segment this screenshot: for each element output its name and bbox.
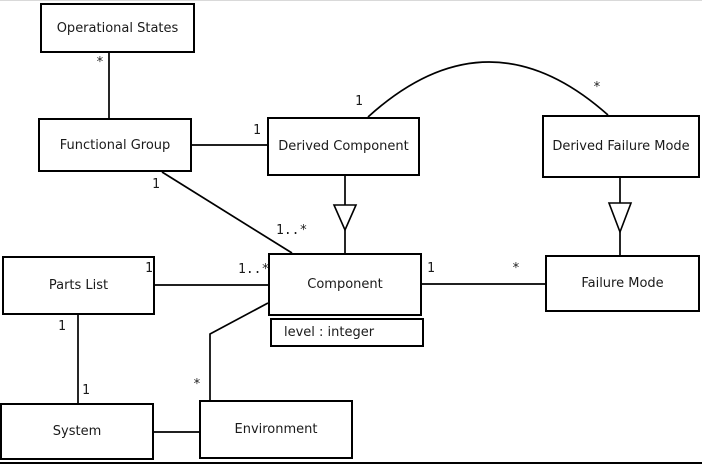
class-name: Functional Group — [59, 137, 171, 153]
multiplicity-component-end-failure-mode: 1 — [427, 261, 435, 276]
class-box-derived-failure-mode: Derived Failure Mode — [542, 115, 700, 178]
class-box-operational-states: Operational States — [40, 3, 195, 53]
multiplicity-derived-component-end: 1 — [253, 123, 261, 138]
class-name: Environment — [234, 422, 318, 437]
class-box-component: Component — [268, 253, 422, 316]
class-box-failure-mode: Failure Mode — [545, 255, 700, 312]
edge-functional-group-component — [161, 171, 293, 254]
class-name: Failure Mode — [581, 276, 664, 291]
class-box-system: System — [0, 403, 154, 460]
class-name: Operational States — [56, 20, 179, 36]
generalization-arrow-icon — [332, 204, 358, 232]
page-top-border — [0, 0, 702, 1]
edge-derived-component-derived-failure-mode-arc — [367, 61, 609, 118]
multiplicity-component-end-functional-group: 1..* — [276, 223, 308, 238]
multiplicity-parts-list-system-bottom: 1 — [82, 383, 90, 398]
multiplicity-failure-mode-end: * — [512, 261, 520, 276]
multiplicity-arc-derived-failure-mode-end: * — [593, 80, 601, 95]
multiplicity-component-end-parts-list: 1..* — [238, 262, 270, 277]
class-name: Derived Component — [278, 139, 409, 154]
multiplicity-parts-list-end: 1 — [145, 261, 153, 276]
class-box-environment: Environment — [199, 400, 353, 459]
page-bottom-border — [0, 462, 702, 464]
class-box-parts-list: Parts List — [2, 256, 155, 315]
edge-component-environment — [209, 302, 269, 400]
class-box-derived-component: Derived Component — [267, 117, 420, 176]
class-name: Parts List — [48, 278, 109, 293]
multiplicity-parts-list-system-top: 1 — [58, 319, 66, 334]
class-attribute-compartment-component: level : integer — [270, 318, 424, 347]
class-box-functional-group: Functional Group — [38, 118, 192, 172]
multiplicity-environment-end: * — [193, 377, 201, 392]
class-name: Derived Failure Mode — [552, 139, 690, 154]
multiplicity-operational-states-end: * — [96, 55, 104, 70]
multiplicity-functional-group-end: 1 — [152, 177, 160, 192]
generalization-arrow-icon — [607, 202, 633, 235]
multiplicity-arc-derived-component-end: 1 — [355, 94, 363, 109]
class-name: Component — [307, 277, 383, 292]
class-name: System — [52, 424, 102, 439]
class-attribute: level : integer — [284, 325, 375, 340]
